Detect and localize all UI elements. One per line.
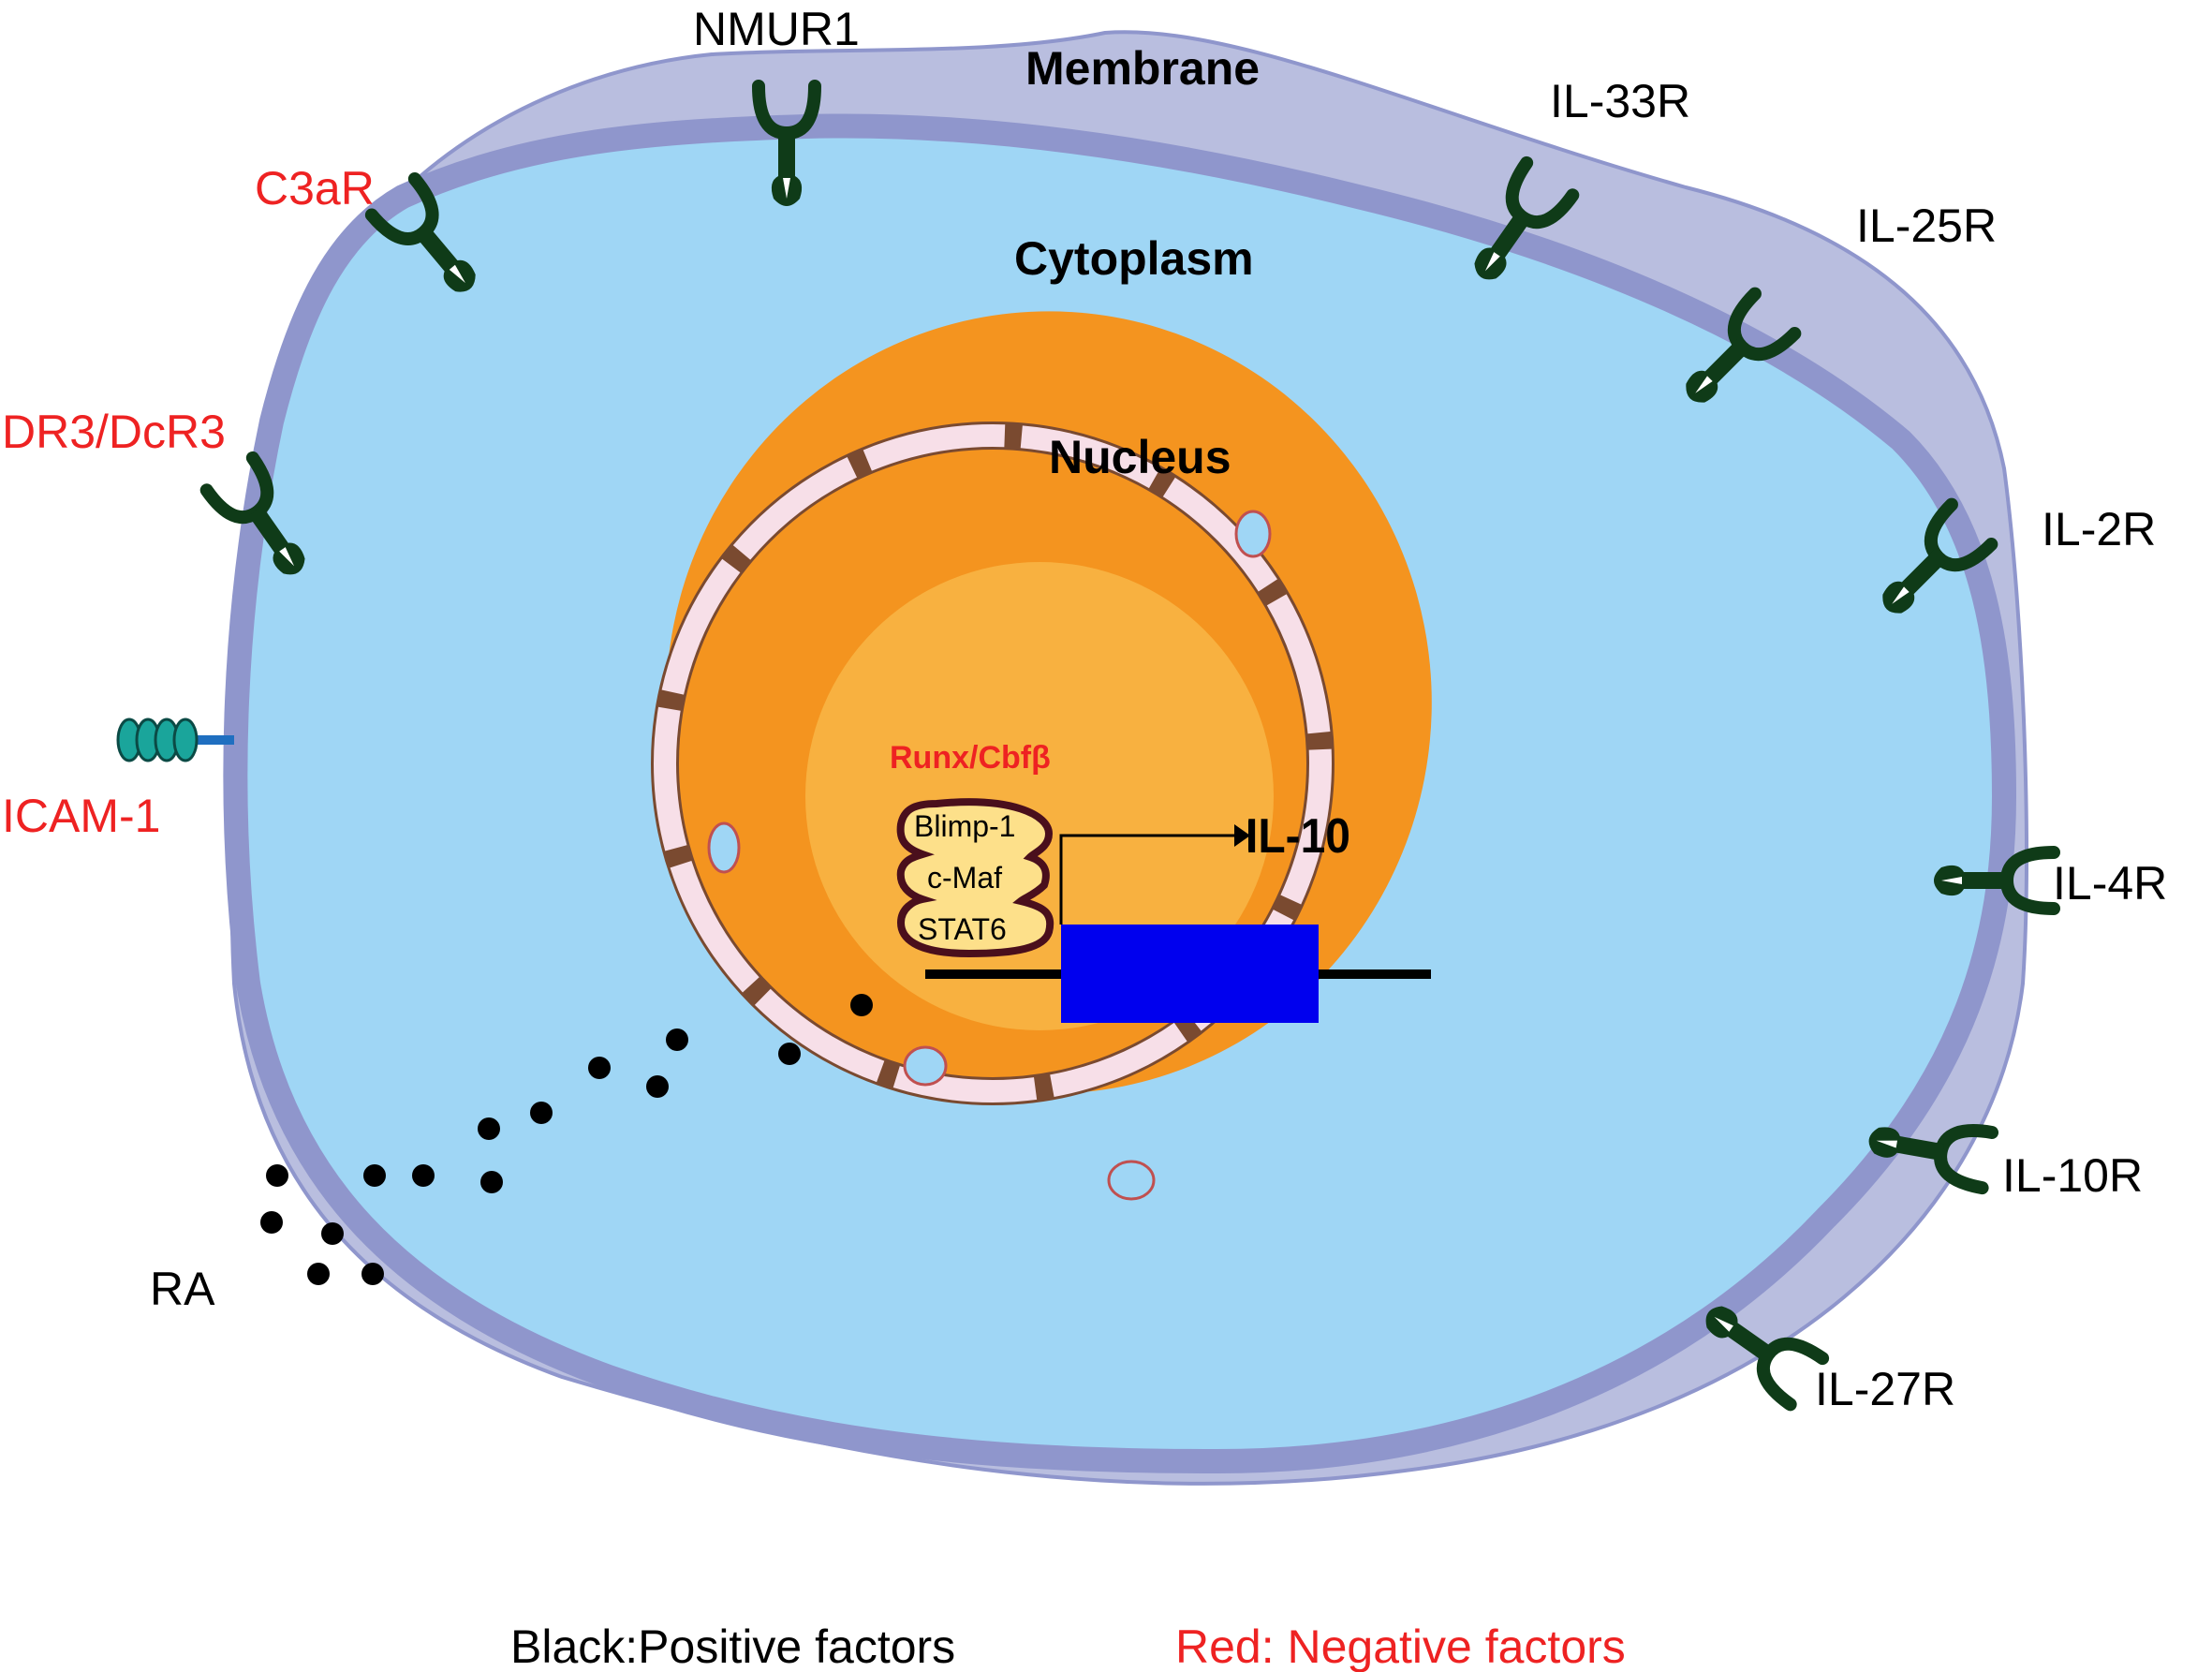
receptor-label-il10r: IL-10R [2002, 1149, 2143, 1202]
cytoplasm-label: Cytoplasm [1014, 232, 1254, 285]
icam1-icon [116, 718, 234, 762]
legend-positive: Black:Positive factors [510, 1620, 955, 1672]
arrow-head-icon [1234, 824, 1250, 847]
receptor-label-il2r: IL-2R [2042, 503, 2156, 555]
receptor-label-dr3-dcr3: DR3/DcR3 [2, 406, 226, 458]
receptor-label-c3ar: C3aR [255, 162, 375, 215]
receptor-label-il25r: IL-25R [1856, 200, 1997, 252]
transcription-factor-complex: Blimp-1 c-Maf STAT6 [896, 798, 1054, 958]
gene-label: IL-10 [1246, 809, 1350, 864]
receptor-label-il27r: IL-27R [1815, 1363, 1955, 1415]
il10-gene: IL-10 [925, 809, 1431, 1023]
membrane-label: Membrane [1025, 42, 1260, 95]
nucleus-label: Nucleus [1049, 431, 1231, 483]
receptor-label-il4r: IL-4R [2053, 857, 2167, 910]
transcription-arrow [1059, 834, 1234, 925]
legend-negative: Red: Negative factors [1175, 1620, 1626, 1672]
tf-cmaf: c-Maf [927, 861, 1002, 895]
nuclear-envelope-fill [654, 424, 1332, 1102]
receptor-label-il33r: IL-33R [1550, 75, 1690, 127]
tf-blimp1: Blimp-1 [914, 809, 1015, 843]
nuclear-pore-icon [707, 510, 1272, 1201]
ra-label: RA [150, 1263, 215, 1315]
gene-box [1061, 925, 1319, 1023]
runx-label: Runx/Cbfβ [890, 740, 1051, 776]
retinoic-acid-molecules [260, 994, 873, 1285]
receptor-label-nmur1: NMUR1 [693, 3, 860, 55]
tf-stat6: STAT6 [918, 912, 1007, 946]
icam1-label: ICAM-1 [2, 790, 160, 842]
